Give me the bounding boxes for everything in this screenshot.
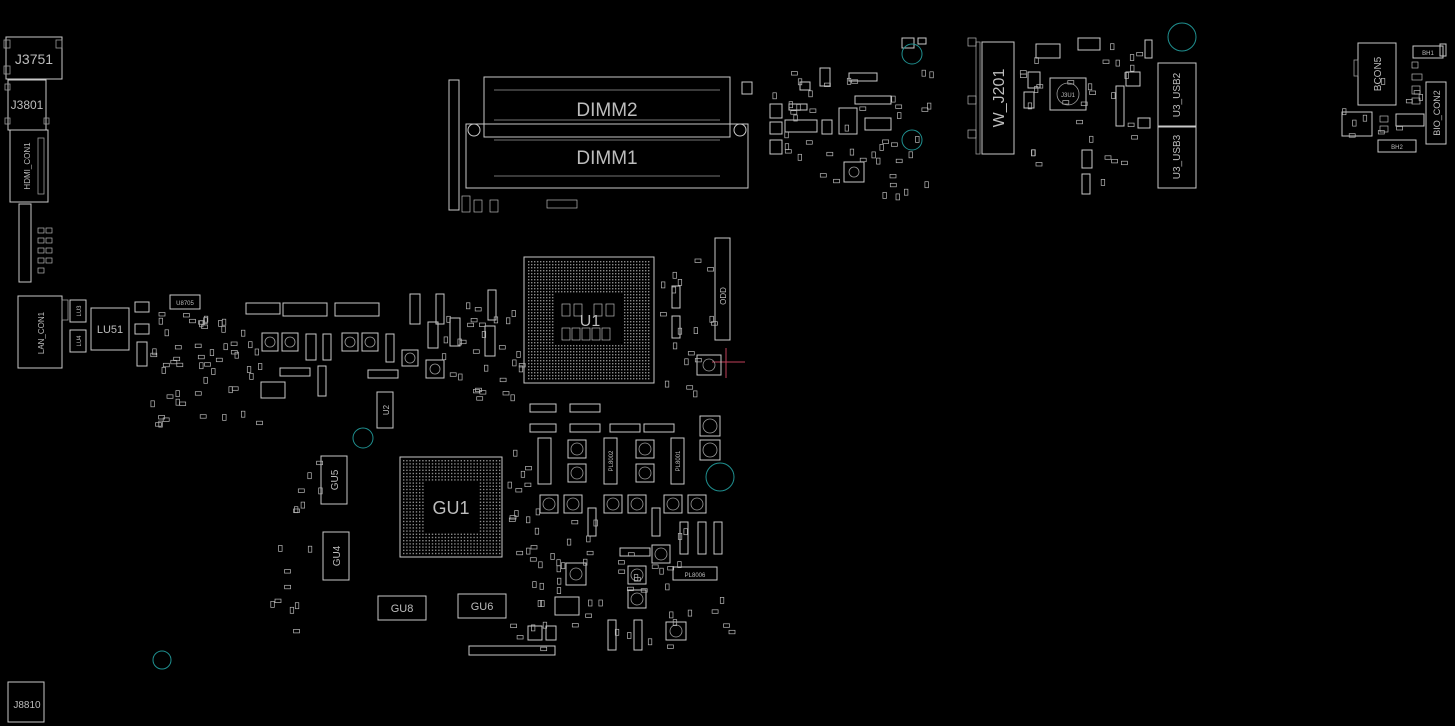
label-bio-con2: BIO_CON2 (1432, 90, 1442, 136)
cpu-socket-u1[interactable]: U1 (523, 256, 655, 384)
label-u8705: U8705 (176, 301, 194, 307)
chip-lu4[interactable]: LU4 (69, 329, 87, 353)
memory-gu6[interactable]: GU6 (457, 593, 507, 619)
label-gu8: GU8 (391, 603, 414, 615)
chip-lu51[interactable]: LU51 (90, 307, 130, 351)
dimm-slot-dimm2[interactable]: DIMM2 (483, 76, 731, 138)
connector-j8810[interactable]: J8810 (7, 681, 45, 723)
component-u8705[interactable]: U8705 (169, 294, 201, 310)
memory-gu8[interactable]: GU8 (377, 595, 427, 621)
label-bcon5: BCON5 (1373, 56, 1384, 91)
label-j3u1: J3U1 (1061, 93, 1076, 99)
memory-gu5[interactable]: GU5 (320, 455, 348, 505)
label-u3-usb3: U3_USB3 (1172, 134, 1183, 179)
inductor-pl8002[interactable]: PL8002 (603, 437, 618, 485)
dimm-slot-dimm1[interactable]: DIMM1 (465, 123, 749, 189)
gpu-gu1[interactable]: GU1 (399, 456, 503, 558)
connector-j3801[interactable]: J3801 (4, 79, 50, 131)
label-lan-con1: LAN_CON1 (37, 311, 46, 354)
label-bh2: BH2 (1391, 145, 1403, 151)
label-w-j201: W_J201 (991, 69, 1008, 128)
connector-bio-con2[interactable]: BIO_CON2 (1425, 81, 1447, 145)
dimm-connector-strip[interactable] (448, 79, 578, 213)
cpu-grid-balls (528, 261, 650, 380)
passive-components (150, 43, 1423, 652)
header-bottom[interactable] (468, 645, 556, 656)
connector-u3-usb2[interactable]: U3_USB2 (1157, 62, 1197, 128)
label-cpu-u1: U1 (580, 313, 601, 330)
label-pl8001: PL8001 (676, 450, 682, 471)
vias-lower (152, 427, 735, 670)
component-cluster-top-mid[interactable] (741, 37, 927, 183)
connector-u3-usb3[interactable]: U3_USB3 (1157, 125, 1197, 189)
chip-lu3[interactable]: LU3 (69, 299, 87, 323)
usb-components[interactable] (1023, 37, 1153, 195)
label-j8810: J8810 (13, 700, 41, 711)
connector-lan-con1[interactable]: LAN_CON1 (17, 295, 69, 369)
connector-j3751[interactable]: J3751 (3, 36, 63, 80)
connector-hdmi-con1[interactable]: HDMI_CON1 (9, 129, 49, 203)
label-dimm1: DIMM1 (576, 148, 637, 169)
regulator-row[interactable] (134, 285, 722, 399)
power-inductors[interactable] (527, 403, 723, 651)
label-bh1: BH1 (1422, 51, 1434, 57)
label-hdmi-con1: HDMI_CON1 (23, 142, 32, 190)
vias-top (901, 22, 1197, 151)
gpu-grid-balls (403, 460, 501, 555)
label-odd: ODD (719, 287, 728, 305)
label-gu1: GU1 (432, 498, 469, 518)
probe-marker[interactable] (712, 348, 745, 378)
label-pl8006: PL8006 (685, 573, 706, 579)
connector-bcon5[interactable]: BCON5 (1353, 42, 1397, 106)
label-gu4: GU4 (332, 545, 343, 566)
label-dimm2: DIMM2 (576, 100, 637, 121)
chip-u2[interactable]: U2 (376, 391, 394, 429)
memory-gu4[interactable]: GU4 (322, 531, 350, 581)
connector-strip-left[interactable] (18, 203, 53, 283)
connector-odd[interactable]: ODD (714, 237, 731, 341)
battery-bh2[interactable]: BH2 (1377, 139, 1417, 153)
battery-bh1[interactable]: BH1 (1412, 45, 1444, 59)
label-lu51: LU51 (97, 324, 123, 336)
inductor-pl8006[interactable]: PL8006 (672, 566, 718, 581)
label-gu5: GU5 (330, 469, 341, 490)
label-lu4: LU4 (77, 335, 83, 347)
connector-w-j201[interactable]: W_J201 (967, 37, 1015, 155)
label-pl8002: PL8002 (609, 450, 615, 471)
label-u3-usb2: U3_USB2 (1172, 72, 1183, 117)
label-j3751: J3751 (15, 51, 53, 67)
label-j3801: J3801 (11, 98, 44, 112)
label-lu3: LU3 (77, 305, 83, 317)
inductor-pl8001[interactable]: PL8001 (670, 437, 685, 485)
label-gu6: GU6 (471, 601, 494, 613)
label-u2: U2 (382, 404, 391, 415)
